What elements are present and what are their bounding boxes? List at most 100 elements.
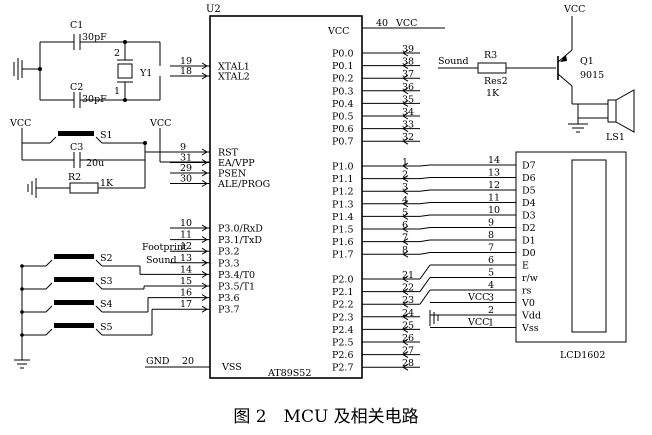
switch-s5-ref: S5 xyxy=(100,322,113,333)
ls1-ref: LS1 xyxy=(606,132,625,143)
mcu-pin-num-2: 2 xyxy=(402,170,408,181)
lcd-screen xyxy=(571,159,607,333)
switch-s3-ref: S3 xyxy=(100,276,113,287)
r3-ref: R3 xyxy=(484,50,497,61)
lcd-pin-e: E xyxy=(522,261,529,272)
r3-value: 1K xyxy=(486,88,500,99)
mcu-pin-num-13: 13 xyxy=(180,253,192,264)
mcu-pin-p1-5: P1.5 xyxy=(332,225,354,236)
lcd-pin-v0: V0 xyxy=(521,298,535,309)
lcd-pin-num-13: 13 xyxy=(488,168,500,179)
mcu-pin-num-38: 38 xyxy=(402,57,414,68)
lcd-pin-num-8: 8 xyxy=(488,230,494,241)
switch-s2-button xyxy=(54,254,94,259)
mcu-pin-p0-0: P0.0 xyxy=(332,49,354,60)
mcu-vss-pin-label: VSS xyxy=(221,362,242,373)
speaker-cone xyxy=(615,89,635,133)
mcu-pin-num-36: 36 xyxy=(402,82,414,93)
lcd-pin-num-1: 1 xyxy=(488,318,494,329)
switch-s3-button xyxy=(54,277,94,282)
mcu-u2: U2 AT89S52 VCC 40 VCC VSS GND 20 xyxy=(145,4,445,379)
mcu-pin-p3-4-t0: P3.4/T0 xyxy=(218,270,255,281)
c2-value: 30pF xyxy=(82,94,107,105)
mcu-pin-p3-5-t1: P3.5/T1 xyxy=(218,282,255,293)
mcu-pin-num-26: 26 xyxy=(402,333,414,344)
lcd-body xyxy=(515,151,627,343)
mcu-pin-num-3: 3 xyxy=(402,182,408,193)
mcu-pin-num-31: 31 xyxy=(180,153,192,164)
net-sound-in: Sound xyxy=(146,255,177,266)
mcu-pin-p3-3: P3.3 xyxy=(218,258,240,269)
reset-vcc1: VCC xyxy=(9,118,31,129)
mcu-pin-p1-1: P1.1 xyxy=(332,174,354,185)
mcu-pin-num-1: 1 xyxy=(402,157,408,168)
lcd-pin-num-14: 14 xyxy=(488,155,500,166)
mcu-pin-p0-5: P0.5 xyxy=(332,112,354,123)
switch-s4-ref: S4 xyxy=(100,299,113,310)
figure-caption: 图 2 MCU 及相关电路 xyxy=(233,407,418,427)
mcu-pin-num-21: 21 xyxy=(402,270,414,281)
mcu-pin-p2-1: P2.1 xyxy=(332,287,354,298)
mcu-pin-p2-4: P2.4 xyxy=(332,325,354,336)
mcu-pin-psen: PSEN xyxy=(218,169,246,180)
crystal-circuit: C1 30pF C2 30pF 2 1 Y1 xyxy=(13,20,161,108)
c2-ref: C2 xyxy=(70,82,83,93)
mcu-pin-p0-6: P0.6 xyxy=(332,124,354,135)
lcd1602: LCD1602 xyxy=(515,151,627,361)
mcu-pin-ale-prog: ALE/PROG xyxy=(217,179,270,190)
lcd-pin-num-9: 9 xyxy=(488,218,494,229)
q1-ref: Q1 xyxy=(580,56,594,67)
mcu-pin-rst: RST xyxy=(218,148,239,159)
s1-ref: S1 xyxy=(100,130,113,141)
mcu-pin40-num: 40 xyxy=(376,18,388,29)
net-sound-out: Sound xyxy=(438,56,469,67)
mcu-pin-num-24: 24 xyxy=(402,308,414,319)
mcu-pin-num-6: 6 xyxy=(402,220,408,231)
mcu-pin-num-33: 33 xyxy=(402,120,414,131)
mcu-pin-p2-2: P2.2 xyxy=(332,300,354,311)
mcu-pin-num-34: 34 xyxy=(402,107,414,118)
r2-value: 1K xyxy=(100,178,114,189)
mcu-pin-p0-3: P0.3 xyxy=(332,86,354,97)
mcu-pin-p1-3: P1.3 xyxy=(332,199,354,210)
mcu-pin-num-18: 18 xyxy=(180,66,192,77)
mcu-pin-num-39: 39 xyxy=(402,44,414,55)
buzzer-vcc: VCC xyxy=(563,4,585,15)
lcd-pin-num-10: 10 xyxy=(488,205,500,216)
mcu-pin-xtal2: XTAL2 xyxy=(218,72,250,83)
mcu-pin-p0-1: P0.1 xyxy=(332,61,354,72)
lcd-pin-num-12: 12 xyxy=(488,180,500,191)
lcd-pin-rs: rs xyxy=(522,286,532,297)
mcu-pin-num-28: 28 xyxy=(402,358,414,369)
r2-ref: R2 xyxy=(68,172,81,183)
lcd-pin-d0: D0 xyxy=(522,248,536,259)
mcu-pin-num-9: 9 xyxy=(180,142,186,153)
mcu-pin-num-22: 22 xyxy=(402,283,414,294)
r3-type: Res2 xyxy=(484,76,508,87)
mcu-pin-num-10: 10 xyxy=(180,218,192,229)
lcd-v0-vcc: VCC xyxy=(467,292,489,303)
mcu-pin-num-32: 32 xyxy=(402,132,414,143)
mcu-pin-p1-7: P1.7 xyxy=(332,250,354,261)
lcd-pin-vdd: Vdd xyxy=(521,311,541,322)
y1-ref: Y1 xyxy=(139,68,152,79)
mcu-pin-p3-2: P3.2 xyxy=(218,247,240,258)
mcu-pin-p1-4: P1.4 xyxy=(332,212,354,223)
lcd-pin-d2: D2 xyxy=(522,223,536,234)
lcd-pin-num-6: 6 xyxy=(488,255,494,266)
lcd-pin-num-5: 5 xyxy=(488,268,494,279)
c3-value: 20u xyxy=(86,158,104,169)
switch-s2-ref: S2 xyxy=(100,253,113,264)
mcu-pin-p2-6: P2.6 xyxy=(332,350,354,361)
lcd-pin-num-3: 3 xyxy=(488,293,494,304)
lcd-pin-r-w: r/w xyxy=(522,273,538,284)
mcu-gnd-net: GND xyxy=(146,356,170,367)
mcu-pin-num-27: 27 xyxy=(402,346,414,357)
mcu-pin-num-7: 7 xyxy=(402,233,408,244)
mcu-pin-p3-7: P3.7 xyxy=(218,305,240,316)
mcu-lcd-bus xyxy=(419,164,439,326)
mcu-pin-num-4: 4 xyxy=(402,195,408,206)
